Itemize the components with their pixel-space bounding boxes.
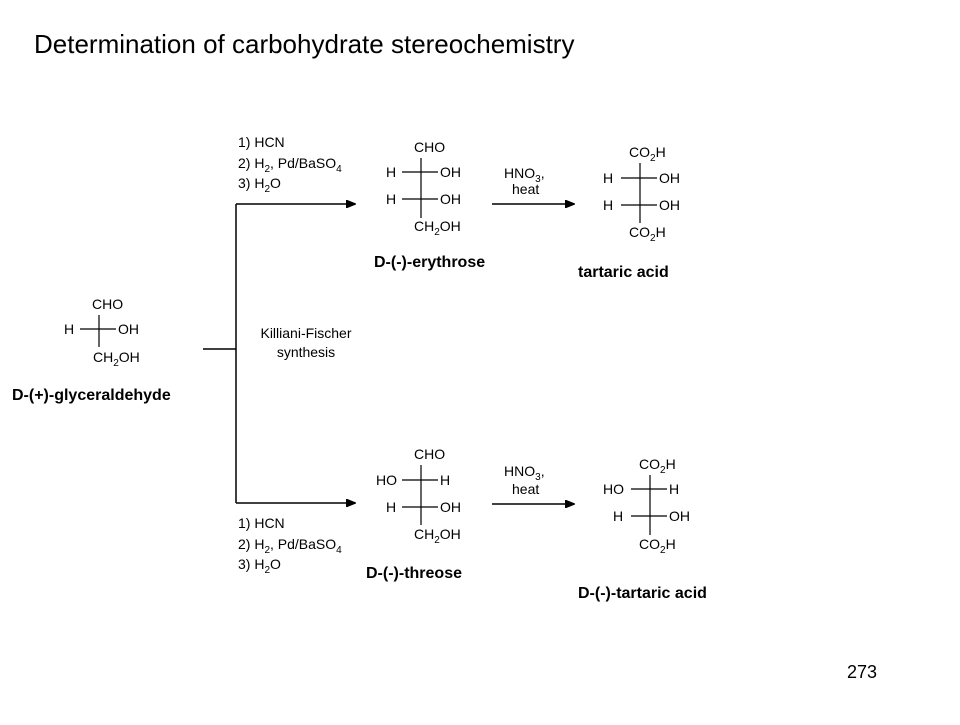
svg-text:H: H bbox=[603, 170, 613, 186]
reagents-upper: 1) HCN 2) H2, Pd/BaSO4 3) H2O bbox=[238, 134, 342, 195]
d-tartaric-acid-structure: CO2H HO H H OH CO2H bbox=[603, 456, 690, 556]
atom-label: CH2OH bbox=[93, 349, 140, 369]
svg-text:HNO3,: HNO3, bbox=[504, 165, 545, 185]
process-label: Killiani-Fischer synthesis bbox=[260, 325, 351, 360]
svg-text:3) H2O: 3) H2O bbox=[238, 556, 281, 576]
atom-label: CHO bbox=[92, 296, 123, 312]
oxidation-lower: HNO3, heat bbox=[492, 463, 574, 504]
compound-name-tartaric: tartaric acid bbox=[578, 264, 669, 281]
slide-title: Determination of carbohydrate stereochem… bbox=[34, 29, 574, 59]
svg-text:OH: OH bbox=[440, 164, 461, 180]
svg-text:H: H bbox=[603, 197, 613, 213]
svg-text:HO: HO bbox=[376, 472, 397, 488]
svg-text:OH: OH bbox=[659, 197, 680, 213]
svg-text:CH2OH: CH2OH bbox=[414, 218, 461, 238]
svg-text:1) HCN: 1) HCN bbox=[238, 515, 285, 531]
svg-text:synthesis: synthesis bbox=[277, 344, 335, 360]
compound-name-threose: D-(-)-threose bbox=[366, 565, 462, 582]
svg-text:Killiani-Fischer: Killiani-Fischer bbox=[260, 325, 351, 341]
svg-text:CH2OH: CH2OH bbox=[414, 526, 461, 546]
atom-label: OH bbox=[118, 321, 139, 337]
reagents-lower: 1) HCN 2) H2, Pd/BaSO4 3) H2O bbox=[238, 515, 342, 576]
svg-text:HO: HO bbox=[603, 481, 624, 497]
svg-text:1) HCN: 1) HCN bbox=[238, 134, 285, 150]
oxidation-upper: HNO3, heat bbox=[492, 165, 574, 204]
compound-name-d-tartaric: D-(-)-tartaric acid bbox=[578, 585, 707, 602]
svg-text:H: H bbox=[440, 472, 450, 488]
svg-text:OH: OH bbox=[669, 508, 690, 524]
svg-text:HNO3,: HNO3, bbox=[504, 463, 545, 483]
svg-text:OH: OH bbox=[659, 170, 680, 186]
compound-name-erythrose: D-(-)-erythrose bbox=[374, 254, 485, 271]
tartaric-acid-structure: CO2H H OH H OH CO2H bbox=[603, 144, 680, 244]
svg-text:H: H bbox=[386, 191, 396, 207]
svg-text:2) H2, Pd/BaSO4: 2) H2, Pd/BaSO4 bbox=[238, 536, 342, 556]
svg-text:CO2H: CO2H bbox=[639, 536, 676, 556]
threose-structure: CHO HO H H OH CH2OH bbox=[376, 446, 461, 546]
svg-text:H: H bbox=[613, 508, 623, 524]
svg-text:heat: heat bbox=[512, 481, 539, 497]
svg-text:OH: OH bbox=[440, 191, 461, 207]
atom-label: H bbox=[64, 321, 74, 337]
svg-text:CO2H: CO2H bbox=[629, 144, 666, 164]
svg-text:CHO: CHO bbox=[414, 446, 445, 462]
page-number: 273 bbox=[847, 662, 877, 682]
svg-text:OH: OH bbox=[440, 499, 461, 515]
svg-text:H: H bbox=[386, 499, 396, 515]
svg-text:CO2H: CO2H bbox=[629, 224, 666, 244]
compound-name-glyceraldehyde: D-(+)-glyceraldehyde bbox=[12, 387, 171, 404]
erythrose-structure: CHO H OH H OH CH2OH bbox=[386, 139, 461, 238]
svg-text:heat: heat bbox=[512, 181, 539, 197]
svg-text:CO2H: CO2H bbox=[639, 456, 676, 476]
branch-connector bbox=[203, 204, 355, 503]
svg-text:2) H2, Pd/BaSO4: 2) H2, Pd/BaSO4 bbox=[238, 155, 342, 175]
svg-text:H: H bbox=[386, 164, 396, 180]
svg-text:CHO: CHO bbox=[414, 139, 445, 155]
svg-text:3) H2O: 3) H2O bbox=[238, 175, 281, 195]
glyceraldehyde-structure: CHO H OH CH2OH bbox=[64, 296, 140, 369]
svg-text:H: H bbox=[669, 481, 679, 497]
